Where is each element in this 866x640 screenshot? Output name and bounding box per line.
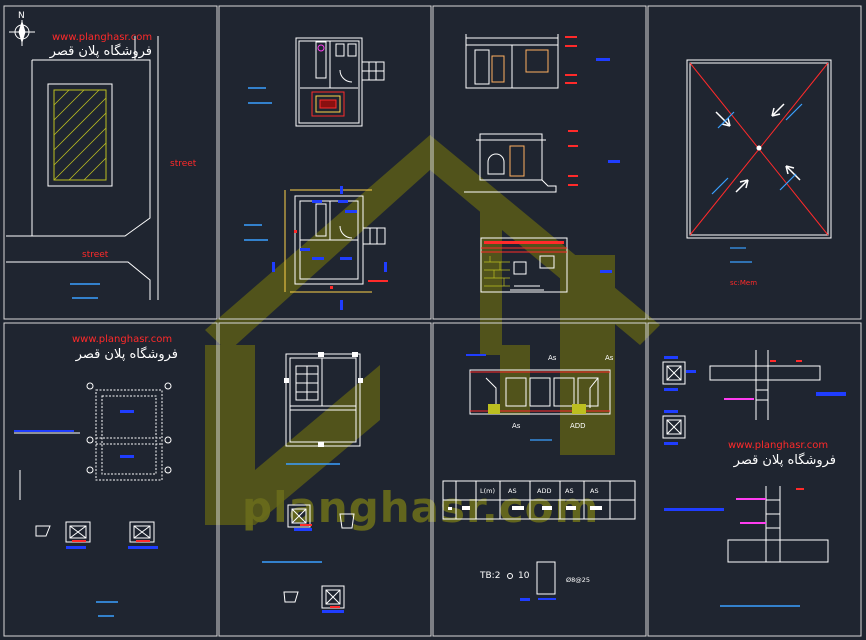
panel-sections: [464, 34, 568, 293]
panel-roof-framing-annotations: [262, 352, 363, 613]
rebar-table: [442, 480, 636, 520]
panel-beam-details: As As As ADD L(m) AS ADD AS AS TB:2 10 Ø…: [442, 354, 636, 601]
reinforcement-bar-spec: Ø8@25: [566, 576, 590, 584]
panel-roof-plan: sc:Mem: [686, 59, 832, 287]
watermark-text: planghasr.com: [242, 483, 599, 532]
panel-sections-annotations: [484, 36, 620, 273]
brand-name-2: فروشگاه پلان قصر: [75, 346, 178, 362]
brand-url-3: www.planghasr.com: [728, 440, 828, 451]
brand-name-3: فروشگاه پلان قصر: [733, 452, 836, 468]
street-label-bottom: street: [82, 250, 109, 260]
compass-rose-icon: N: [9, 11, 35, 46]
beam-label-as-bottom: As: [512, 422, 521, 430]
house-logo-watermark-icon: [205, 135, 660, 525]
beam-label-add: ADD: [570, 422, 586, 430]
reinforcement-spacing: 10: [518, 571, 530, 581]
brand-url-1: www.planghasr.com: [52, 32, 152, 43]
panel-floor-plans-annotations: [244, 87, 388, 310]
panel-site-plan: N www.planghasr.com فروشگاه پلان قصر str…: [6, 11, 197, 300]
beam-label-as-left: As: [548, 354, 557, 362]
roof-plan-scale-label: sc:Mem: [730, 279, 757, 287]
panel-floor-plans: [284, 37, 386, 293]
reinforcement-label: TB:2: [479, 571, 500, 581]
facade-brick-pattern: [484, 256, 510, 287]
street-label-right: street: [170, 159, 197, 169]
sheet-frames: [3, 5, 862, 637]
north-label: N: [18, 11, 25, 21]
panel-foundation-plan: www.planghasr.com فروشگاه پلان قصر: [14, 334, 178, 617]
table-header-1: AS: [508, 487, 517, 495]
table-header-2: ADD: [537, 487, 551, 495]
beam-label-as-right: As: [605, 354, 614, 362]
table-header-0: L(m): [480, 487, 495, 495]
brand-url-2: www.planghasr.com: [72, 334, 172, 345]
brand-name-1: فروشگاه پلان قصر: [49, 43, 152, 59]
table-header-4: AS: [590, 487, 599, 495]
table-header-3: AS: [565, 487, 574, 495]
panel-column-details: www.planghasr.com فروشگاه پلان قصر: [662, 350, 846, 607]
